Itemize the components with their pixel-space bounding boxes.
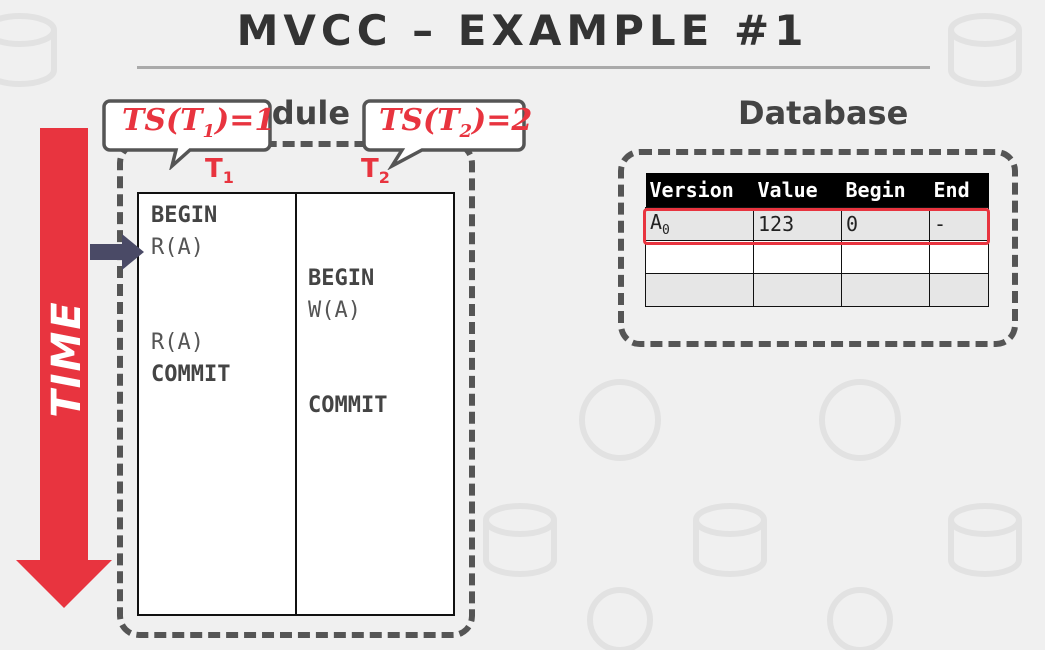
- cell-value: [753, 273, 842, 307]
- col-value: Value: [753, 173, 842, 208]
- t1-label: T1: [205, 154, 234, 188]
- t1-read-a-2: R(A): [151, 330, 204, 355]
- cell-version: [645, 240, 754, 274]
- cell-end: [929, 240, 989, 274]
- t1-begin: BEGIN: [151, 203, 218, 228]
- ts-t2-bubble: [362, 99, 526, 170]
- table-row: [645, 240, 989, 274]
- cell-begin: [841, 273, 930, 307]
- row-highlight: [643, 208, 990, 245]
- title-divider: [137, 66, 930, 69]
- t2-label: T2: [361, 154, 390, 188]
- col-version: Version: [645, 173, 754, 208]
- t2-begin: BEGIN: [308, 266, 375, 291]
- ts-t1-bubble: [102, 99, 272, 170]
- current-step-arrow-icon: [90, 234, 144, 270]
- schedule-container: [117, 141, 475, 638]
- cell-end: [929, 273, 989, 307]
- page-title: MVCC – EXAMPLE #1: [236, 6, 809, 55]
- version-table-header: Version Value Begin End: [645, 173, 989, 208]
- col-end: End: [929, 173, 989, 208]
- cell-begin: [841, 240, 930, 274]
- cell-value: [753, 240, 842, 274]
- t2-write-a: W(A): [308, 298, 361, 323]
- col-begin: Begin: [841, 173, 930, 208]
- t1-commit: COMMIT: [151, 362, 231, 387]
- cell-version: [645, 273, 754, 307]
- ts-t2-text: TS(T2)=2: [379, 103, 533, 142]
- t1-read-a: R(A): [151, 235, 204, 260]
- version-table: Version Value Begin End A0 123 0 -: [645, 173, 989, 307]
- time-arrow-icon: [16, 128, 112, 608]
- cell-value: 123: [753, 207, 842, 241]
- database-container: [618, 149, 1018, 347]
- schedule-column-divider: [295, 192, 297, 616]
- time-label: TIME: [44, 300, 90, 418]
- ts-t1-text: TS(T1)=1: [122, 103, 276, 142]
- database-heading: Database: [738, 94, 909, 132]
- t2-commit: COMMIT: [308, 393, 388, 418]
- table-row: [645, 273, 989, 307]
- cell-end: -: [929, 207, 989, 241]
- cell-version: A0: [645, 207, 754, 241]
